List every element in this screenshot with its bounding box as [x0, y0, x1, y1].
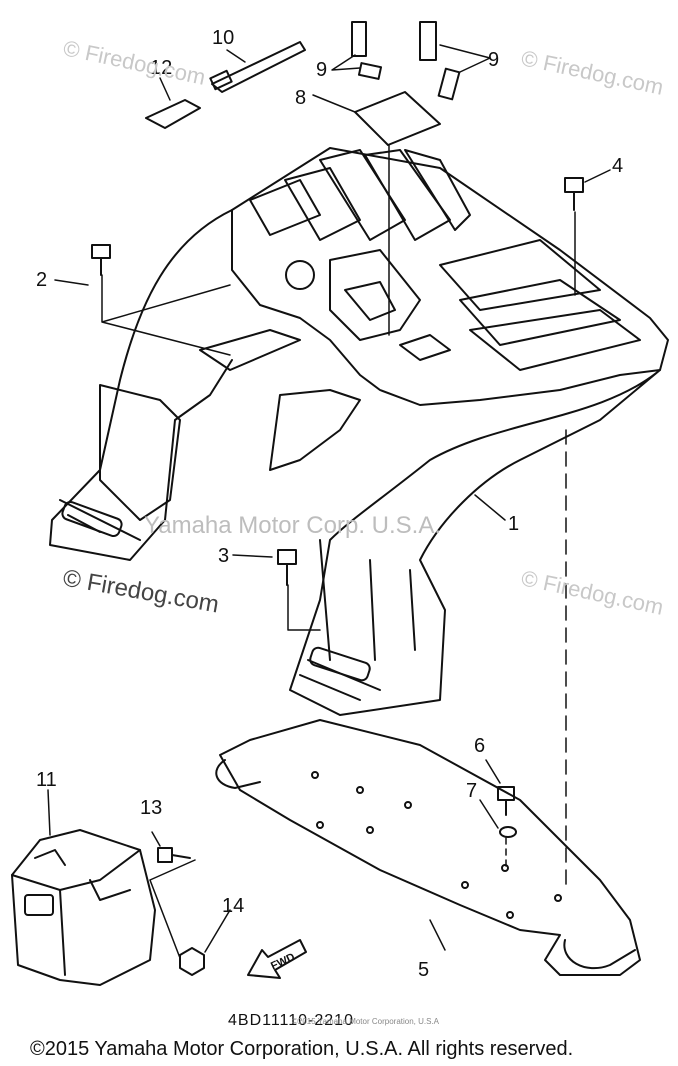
callout-13: 13	[140, 797, 162, 819]
callout-9b: 9	[488, 49, 499, 71]
leader-lines	[47, 44, 611, 959]
callout-8: 8	[295, 87, 306, 109]
callout-9a: 9	[316, 59, 327, 81]
callout-4: 4	[612, 155, 623, 177]
callout-1: 1	[508, 513, 519, 535]
callout-10: 10	[212, 27, 234, 49]
callout-3: 3	[218, 545, 229, 567]
diagram-code-small: ©2015 Yamaha Motor Corporation, U.S.A	[292, 1017, 440, 1026]
callout-11: 11	[36, 769, 57, 791]
diagram-code: 4BD11110-2210	[228, 1012, 354, 1029]
rear-fender-part	[49, 147, 669, 716]
callout-14: 14	[222, 895, 244, 917]
tool-box-part	[11, 829, 156, 986]
callout-5: 5	[418, 959, 429, 981]
copyright-notice: ©2015 Yamaha Motor Corporation, U.S.A. A…	[30, 1038, 574, 1060]
watermark-yamaha: Yamaha Motor Corp. U.S.A.	[144, 512, 441, 539]
forward-arrow: FWD	[247, 939, 307, 979]
callout-2: 2	[36, 269, 47, 291]
callout-12: 12	[150, 57, 172, 79]
base-plate-part	[215, 719, 641, 976]
hardware-parts	[91, 21, 584, 976]
callout-numbers: 1 2 3 4 5 6 7 8 9 9 10 11 12 13 14	[36, 27, 623, 981]
callout-6: 6	[474, 735, 485, 757]
callout-7: 7	[466, 780, 477, 802]
